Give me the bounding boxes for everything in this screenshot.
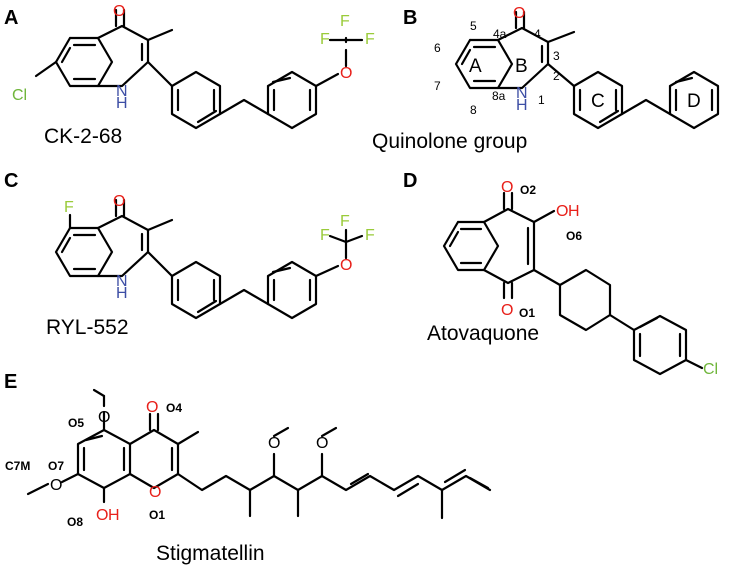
atom-o: O: [268, 435, 280, 452]
ring-label: C: [591, 91, 605, 112]
panel-b-letter: B: [403, 7, 417, 29]
position-label: 6: [434, 41, 441, 55]
atom-o: O: [113, 3, 125, 20]
position-label: 5: [470, 19, 477, 33]
quinolone-structure: [454, 10, 720, 130]
atom-o: O: [98, 409, 110, 426]
atom-o: O: [501, 302, 513, 319]
atom-o: O: [340, 257, 352, 274]
oxygen-label: O5: [68, 416, 84, 430]
atovaquone-structure: [442, 191, 704, 376]
ring-label: A: [469, 56, 482, 77]
atom-h: H: [568, 203, 580, 220]
atom-f: F: [365, 31, 375, 48]
compound-name: Atovaquone: [427, 322, 539, 345]
position-label: 8a: [492, 89, 506, 103]
panel-c-letter: C: [4, 170, 18, 192]
compound-name: CK-2-68: [44, 125, 122, 148]
position-label: 2: [553, 69, 560, 83]
panel-b: B O N H 5 6 7 8 4a 4: [372, 5, 720, 153]
atom-f: F: [320, 227, 330, 244]
atom-f: F: [365, 227, 375, 244]
atom-n: N: [116, 83, 128, 100]
position-label: 1: [538, 93, 545, 107]
panel-a: A: [4, 3, 375, 148]
atom-o: O: [513, 5, 525, 22]
compound-name: Quinolone group: [372, 130, 527, 153]
oxygen-label: O2: [520, 183, 536, 197]
position-label: 4: [534, 27, 541, 41]
stigmatellin-structure: [26, 388, 492, 520]
atom-f: F: [340, 13, 350, 30]
atom-f: F: [340, 213, 350, 230]
atom-h: H: [108, 507, 120, 524]
panel-e: E: [4, 371, 492, 565]
ring-label: B: [515, 56, 528, 77]
atom-n: N: [516, 85, 528, 102]
atom-cl: Cl: [12, 87, 27, 104]
atom-n: N: [116, 273, 128, 290]
ryl-552-structure: [54, 198, 364, 320]
ring-label: D: [687, 91, 701, 112]
position-label: 7: [434, 79, 441, 93]
oxygen-label: O1: [519, 306, 535, 320]
compound-name: Stigmatellin: [156, 542, 265, 565]
oxygen-label: O7: [48, 459, 64, 473]
panel-e-letter: E: [4, 371, 17, 393]
atom-h: H: [116, 285, 128, 302]
oxygen-label: O6: [566, 229, 582, 243]
oxygen-label: O1: [149, 508, 165, 522]
atom-o: O: [340, 65, 352, 82]
atom-f: F: [320, 31, 330, 48]
atom-o: O: [556, 203, 568, 220]
atom-o: O: [501, 179, 513, 196]
atom-h: H: [516, 97, 528, 114]
position-label: 3: [553, 49, 560, 63]
panel-d-letter: D: [403, 170, 417, 192]
oxygen-label: O4: [166, 401, 182, 415]
atom-f: F: [64, 199, 74, 216]
ck-2-68-structure: [34, 8, 364, 130]
position-label: 8: [470, 103, 477, 117]
atom-o: O: [96, 507, 108, 524]
atom-o: O: [50, 477, 62, 494]
atom-o: O: [149, 484, 161, 501]
panel-c: C O F: [4, 170, 375, 339]
atom-h: H: [116, 95, 128, 112]
atom-o: O: [113, 193, 125, 210]
panel-a-letter: A: [4, 7, 18, 29]
carbon-label: C7M: [5, 459, 30, 473]
oxygen-label: O8: [67, 515, 83, 529]
position-label: 4a: [493, 27, 507, 41]
atom-cl: Cl: [703, 361, 718, 378]
panel-d: D O O H O Cl O2 O6 O1: [403, 170, 718, 378]
atom-o: O: [316, 435, 328, 452]
atom-o: O: [146, 399, 158, 416]
compound-name: RYL-552: [46, 316, 129, 339]
